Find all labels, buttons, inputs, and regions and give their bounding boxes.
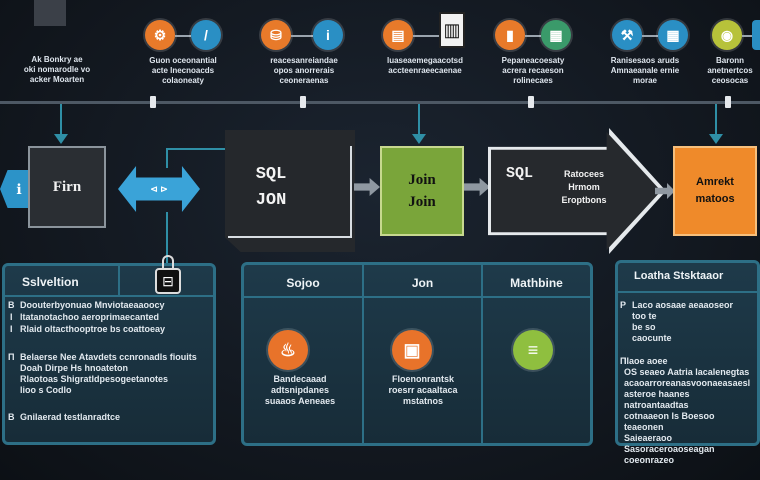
icon-connector (175, 35, 191, 37)
panel1-bullet: B (8, 300, 15, 310)
panel2-col-text: Bandecaaad adtsnipdanes suaaos Aeneaes (264, 374, 336, 406)
timeline-bar (0, 101, 760, 104)
panel3-item: Ilaoe aoee OS seaeo Aatria lacalenegtas … (624, 356, 751, 465)
database-icon: ⛁ (261, 20, 291, 50)
panel1-item: ltatanotachoo aeroprimaecanted (20, 312, 160, 322)
icon-connector (413, 35, 439, 37)
icon-connector (642, 35, 658, 37)
flow-connector-line (166, 148, 236, 150)
top-label-6: Ranisesaos aruds Amnaeanale ernie morae (610, 56, 680, 85)
icon-connector (742, 35, 752, 37)
firm-box-label: Firn (52, 178, 82, 195)
panel3-item: Laco aosaae aeaaoseor too te be so caocu… (632, 300, 734, 343)
panel-divider (5, 295, 213, 297)
swap-arrow-label: ⊲ ⊳ (150, 183, 168, 194)
down-arrow (709, 104, 723, 144)
gear-icon: ⚙ (145, 20, 175, 50)
down-arrow (54, 104, 68, 144)
sql-process-label: SQL (506, 165, 534, 182)
loading-stats-title: Loatha Stsktaaor (634, 270, 724, 282)
top-label-2: Guon oceonantial acte lnecnoacds colaone… (149, 56, 217, 85)
panel1-bullet: Π (8, 352, 15, 362)
top-label-1: Ak Bonkry ae oki nomarodle vo acker Moar… (23, 55, 91, 84)
sql-join-box-border (228, 146, 352, 238)
timeline-tick (150, 96, 156, 108)
info-icon[interactable]: i (313, 20, 343, 50)
flow-connector-line (166, 212, 168, 272)
timeline-tick (528, 96, 534, 108)
join-box[interactable]: Join Join (380, 146, 464, 236)
top-label-4: luaseaemegaacotsd accteenraeecaenae (386, 56, 464, 75)
sql-process-sub: Ratocees Hrmom Eroptbons (561, 169, 607, 205)
selection-panel (2, 263, 216, 445)
wrench-icon[interactable]: / (191, 20, 221, 50)
panel3-bullet: Π (620, 356, 627, 366)
panel1-item: Rlaid oltacthooptroe bs coattoeay (20, 324, 166, 334)
stack-icon: ≡ (513, 330, 553, 370)
panel-divider (244, 296, 590, 298)
panel1-item: Doouterbyonuao Mnviotaeaaoocy (20, 300, 165, 310)
small-right-arrow (464, 178, 490, 196)
building-icon: ▦ (541, 20, 571, 50)
panel2-col-head: Mathbine (510, 276, 563, 290)
swap-arrow[interactable]: ⊲ ⊳ (118, 166, 200, 212)
panel1-bullet: B (8, 412, 15, 422)
firm-box[interactable]: Firn (28, 146, 106, 228)
panel3-bullet: Ρ (620, 300, 627, 310)
panel1-bullet: I (10, 312, 13, 322)
top-label-7: Baronn anetnertcos ceosocas (707, 56, 753, 85)
small-right-arrow (354, 178, 380, 196)
panel-divider (481, 265, 483, 443)
book-icon: ▥ (439, 12, 465, 48)
top-header-bar (34, 0, 66, 26)
plug-icon (752, 20, 760, 50)
panel2-col-text: Floenonrantsk roesrr acaaltaca mstatnos (388, 374, 458, 406)
final-output-box[interactable]: Amrekt matoos (673, 146, 757, 236)
tools-icon: ⚒ (612, 20, 642, 50)
join-box-label: Join Join (408, 172, 436, 210)
file-icon: ▤ (383, 20, 413, 50)
timeline-tick (300, 96, 306, 108)
lock-icon-shackle (162, 255, 174, 269)
selection-panel-title: Sslveltion (22, 275, 79, 289)
down-arrow (412, 104, 426, 144)
panel1-item: Belaerse Nee Atavdets ccnronadls fiouits… (20, 352, 197, 395)
sql-join-box-label: SQL JON (255, 165, 287, 210)
sql-join-box[interactable] (225, 130, 355, 252)
chart-icon: ▮ (495, 20, 525, 50)
grid-icon: ▦ (658, 20, 688, 50)
bulb-icon: ◉ (712, 20, 742, 50)
panel2-col-head: Jon (411, 276, 434, 290)
panel-divider (362, 265, 364, 443)
flow-connector-line (166, 148, 168, 168)
document-icon: ▣ (392, 330, 432, 370)
icon-connector (291, 35, 313, 37)
icon-connector (525, 35, 541, 37)
flame-icon: ♨ (268, 330, 308, 370)
panel1-item: Gnilaerad testlanradtce (20, 412, 121, 422)
top-label-5: Pepaneacoesaty acrera recaeson rolinecae… (501, 56, 565, 85)
top-label-3: reacesanreiandae opos anorrerais ceonera… (270, 56, 338, 85)
timeline-tick (725, 96, 731, 108)
panel-divider (118, 266, 120, 295)
lock-icon: ⊟ (155, 268, 181, 294)
final-output-label: Amrekt matoos (695, 176, 735, 205)
panel2-col-head: Sojoo (286, 276, 320, 290)
panel1-bullet: I (10, 324, 13, 334)
panel-divider (618, 291, 757, 293)
